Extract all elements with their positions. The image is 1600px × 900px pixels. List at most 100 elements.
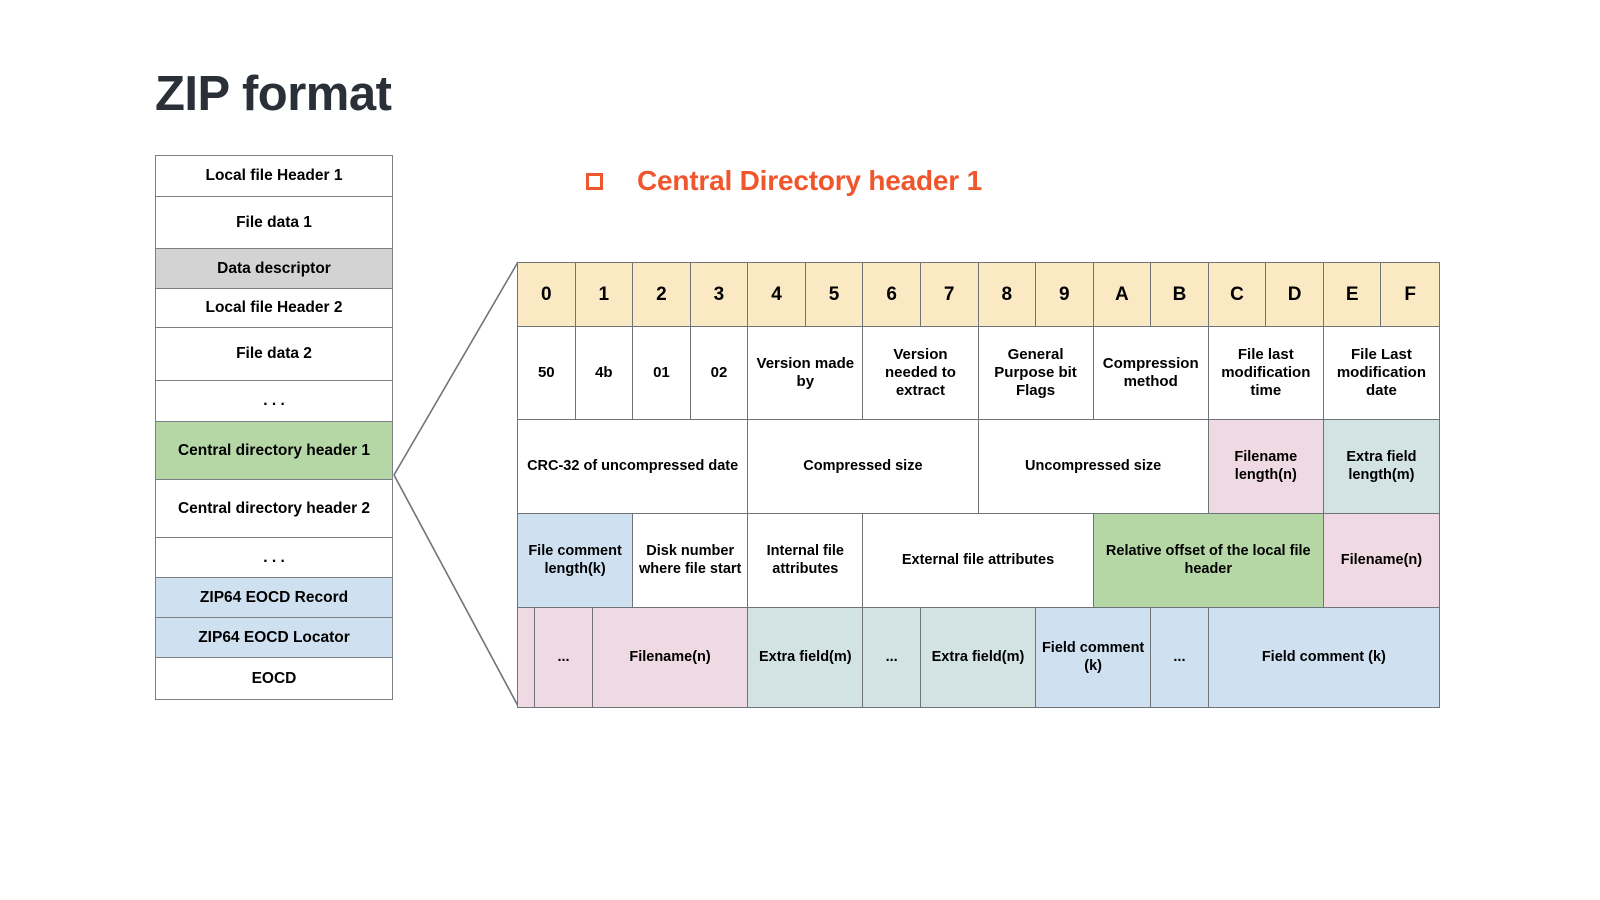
byte-field-label: Uncompressed size [1025, 457, 1162, 474]
byte-field-cell: Field comment (k) [1208, 608, 1439, 707]
zip-structure-row-label: Central directory header 1 [177, 441, 371, 459]
byte-field-cell: Extra field length(m) [1323, 420, 1439, 514]
byte-field-cell: Version made by [748, 327, 864, 420]
zip-structure-row: Central directory header 2 [156, 480, 392, 538]
byte-field-label: Extra field(m) [758, 648, 852, 665]
byte-field-cell: Field comment (k) [1036, 608, 1152, 707]
zip-structure-row-label: ZIP64 EOCD Locator [198, 628, 350, 646]
byte-field-cell: 9 [1036, 263, 1094, 327]
byte-field-cell: B [1151, 263, 1209, 327]
zip-structure-row-label: . . . [263, 548, 285, 566]
byte-field-cell: Version needed to extract [863, 327, 979, 420]
attributes-and-offset-row: File comment length(k) Disk number where … [518, 514, 1439, 608]
byte-field-cell: Filename length(n) [1208, 420, 1324, 514]
byte-field-cell: 02 [690, 327, 749, 420]
byte-field-label: 1 [598, 283, 610, 305]
signature-and-version-row: 50 4b 01 02 Version made by Version needed to… [518, 327, 1439, 420]
byte-field-label: Disk number where file start [639, 542, 742, 577]
byte-field-label: File Last modification date [1336, 345, 1427, 400]
byte-field-cell: Compressed size [748, 420, 979, 514]
byte-field-label: 02 [710, 363, 728, 381]
byte-field-cell: 3 [690, 263, 749, 327]
byte-field-label: ... [885, 648, 898, 665]
zip-structure-row: . . . [156, 381, 392, 422]
byte-field-label: 8 [1001, 283, 1013, 305]
byte-field-label: C [1230, 283, 1244, 305]
byte-field-cell: 6 [863, 263, 921, 327]
crc-and-sizes-row: CRC-32 of uncompressed date Compressed si… [518, 420, 1439, 514]
byte-field-cell: 2 [633, 263, 691, 327]
byte-field-label: Version made by [756, 354, 855, 390]
zip-structure-row-label: . . . [263, 392, 285, 410]
byte-field-cell: Filename(n) [1323, 514, 1439, 608]
zip-structure-row: File data 1 [156, 197, 392, 249]
byte-field-cell: E [1323, 263, 1382, 327]
byte-field-cell: File comment length(k) [518, 514, 634, 608]
byte-field-cell: Uncompressed size [978, 420, 1209, 514]
zip-structure-row: EOCD [156, 658, 392, 699]
variable-fields-row: ... Filename(n) Extra field(m)... Extra fie… [518, 608, 1439, 707]
square-bullet-icon [586, 172, 603, 190]
zip-structure-row: Central directory header 1 [156, 422, 392, 480]
byte-field-label: 2 [656, 283, 667, 305]
callout-connector-lines [393, 261, 519, 707]
byte-field-label: 50 [537, 363, 555, 381]
byte-field-label: CRC-32 of uncompressed date [527, 457, 739, 474]
byte-field-cell: CRC-32 of uncompressed date [518, 420, 749, 514]
zip-structure-row: File data 2 [156, 328, 392, 381]
byte-field-cell: 1 [575, 263, 634, 327]
byte-field-label: Version needed to extract [885, 345, 956, 400]
byte-field-label: 4b [595, 363, 613, 381]
byte-field-cell: Internal file attributes [748, 514, 864, 608]
byte-field-label: B [1172, 283, 1187, 305]
byte-field-cell: 5 [805, 263, 864, 327]
connector-line-top [393, 261, 519, 476]
byte-field-cell: ... [863, 608, 921, 707]
byte-field-cell: 4b [575, 327, 634, 420]
zip-structure-row-label: File data 2 [236, 345, 312, 363]
zip-structure-row-label: EOCD [251, 669, 297, 687]
byte-field-label: 3 [713, 283, 725, 305]
byte-field-label: 9 [1059, 283, 1070, 305]
byte-field-cell: 01 [633, 327, 691, 420]
byte-field-label: Field comment (k) [1041, 639, 1145, 674]
byte-field-cell: F [1381, 263, 1439, 327]
zip-structure-row: Data descriptor [156, 249, 392, 289]
byte-field-label: 0 [540, 283, 552, 305]
zip-structure-row: ZIP64 EOCD Locator [156, 618, 392, 658]
byte-field-cell: General Purpose bit Flags [978, 327, 1094, 420]
byte-field-label: 5 [828, 283, 840, 305]
byte-field-cell: C [1208, 263, 1267, 327]
byte-field-label: 4 [771, 283, 782, 305]
byte-field-label: Extra field length(m) [1346, 448, 1417, 483]
byte-field-cell: Extra field(m) [920, 608, 1037, 707]
central-directory-heading-label: Central Directory header 1 [637, 165, 982, 196]
zip-structure-row: ZIP64 EOCD Record [156, 578, 392, 618]
byte-field-label: ... [557, 648, 570, 665]
byte-field-label: Internal file attributes [766, 542, 844, 577]
byte-field-cell [518, 608, 536, 707]
byte-field-label: E [1345, 283, 1359, 305]
byte-field-label: Extra field(m) [931, 648, 1025, 665]
byte-field-label: Compression method [1102, 354, 1199, 390]
byte-field-label: Filename(n) [629, 648, 711, 665]
byte-field-label: External file attributes [901, 551, 1055, 568]
byte-field-label: File comment length(k) [528, 542, 622, 577]
byte-field-cell: 4 [748, 263, 806, 327]
byte-field-label: F [1404, 283, 1417, 305]
byte-field-cell: Extra field(m) [748, 608, 864, 707]
byte-field-cell: File last modification time [1208, 327, 1324, 420]
byte-field-cell: File Last modification date [1323, 327, 1439, 420]
byte-field-cell: 50 [518, 327, 576, 420]
byte-field-cell: 0 [518, 263, 576, 327]
central-directory-heading: Central Directory header 1 [586, 165, 982, 197]
byte-field-cell: D [1266, 263, 1324, 327]
byte-field-label: Compressed size [803, 457, 923, 474]
byte-field-label: General Purpose bit Flags [994, 345, 1077, 400]
byte-field-cell: ... [535, 608, 593, 707]
byte-field-label: A [1115, 283, 1129, 305]
byte-field-cell: 8 [978, 263, 1037, 327]
byte-field-cell: Disk number where file start [633, 514, 749, 608]
